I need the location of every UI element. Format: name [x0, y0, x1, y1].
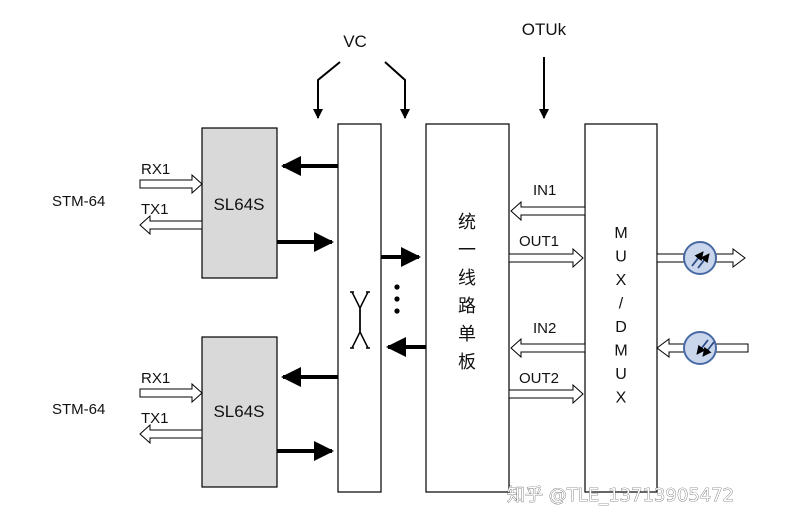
tx1-top-arrow [139, 214, 203, 236]
mux-dmux-char: X [616, 272, 627, 289]
out2-arrow [508, 383, 584, 405]
out1-arrow [508, 247, 584, 269]
rx1-top-arrow [139, 173, 203, 195]
sl64s-board-bottom [201, 336, 278, 488]
line-board-char: 线 [458, 268, 476, 289]
vc-arrow-right [384, 61, 410, 119]
mux-dmux-char: X [616, 390, 627, 407]
stm64-bottom-label: STM-64 [52, 401, 105, 418]
line-board-char: 统 [458, 212, 476, 233]
optical-transmitter-icon [683, 241, 717, 275]
stm64-top-label: STM-64 [52, 193, 105, 210]
mux-dmux-board [584, 123, 658, 493]
in1-label: IN1 [533, 182, 556, 199]
ellipsis-dot-3 [394, 308, 400, 314]
watermark: 知乎 @TLE_13713905472 [507, 485, 734, 506]
line-board-char: 单 [458, 324, 476, 345]
rx1-top-label: RX1 [141, 161, 170, 178]
sl64s-bottom-label: SL64S [213, 402, 264, 421]
mux-dmux-char: U [615, 249, 627, 266]
in1-arrow [510, 200, 586, 222]
line-board-char: 板 [458, 352, 476, 373]
mux-dmux-char: M [614, 343, 627, 360]
mux-dmux-char: M [614, 225, 627, 242]
vc-label: VC [343, 32, 367, 51]
cross-mark-right [359, 291, 369, 349]
tx1-bottom-label: TX1 [141, 410, 169, 427]
mux-dmux-char: D [615, 319, 627, 336]
ellipsis-dot-1 [394, 284, 400, 290]
unified-line-board [425, 123, 510, 493]
rx1-bottom-label: RX1 [141, 370, 170, 387]
sl64s-top-label: SL64S [213, 195, 264, 214]
tx1-bottom-arrow [139, 423, 203, 445]
optical-receiver-icon [683, 331, 717, 365]
tx1-top-label: TX1 [141, 201, 169, 218]
out1-label: OUT1 [519, 233, 559, 250]
vc-arrow-left [313, 61, 341, 119]
line-board-char: 一 [458, 240, 476, 261]
in2-label: IN2 [533, 320, 556, 337]
ellipsis-dot-2 [394, 296, 400, 302]
out2-label: OUT2 [519, 370, 559, 387]
otuk-label: OTUk [522, 20, 567, 39]
in2-arrow [510, 337, 586, 359]
rx1-bottom-arrow [139, 382, 203, 404]
line-board-char: 路 [458, 296, 476, 317]
mux-dmux-char: U [615, 366, 627, 383]
mux-dmux-char: / [619, 296, 624, 313]
sl64s-board-top [201, 127, 278, 279]
